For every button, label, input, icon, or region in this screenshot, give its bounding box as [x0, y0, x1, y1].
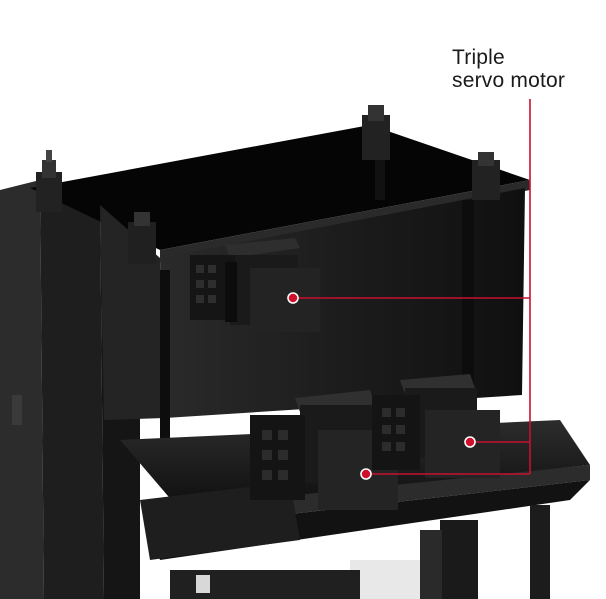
upper-servo-motor — [190, 238, 320, 332]
marker-lower-right-motor — [464, 436, 476, 448]
bolt-front-left — [36, 150, 62, 212]
lower-frame — [170, 505, 550, 599]
bolt-back-center — [362, 105, 390, 160]
bolt-back-right — [472, 152, 500, 200]
corner-bolts — [36, 105, 500, 264]
lower-right-servo-motor — [372, 374, 500, 478]
callout-leader-lines — [293, 99, 531, 475]
tie-rods — [160, 140, 474, 460]
marker-lower-left-motor — [360, 468, 372, 480]
marker-upper-motor — [287, 292, 299, 304]
callout-label-triple-servo-motor: Triple servo motor — [452, 46, 566, 92]
callout-markers — [287, 292, 476, 480]
bolt-front-middle — [128, 212, 156, 264]
